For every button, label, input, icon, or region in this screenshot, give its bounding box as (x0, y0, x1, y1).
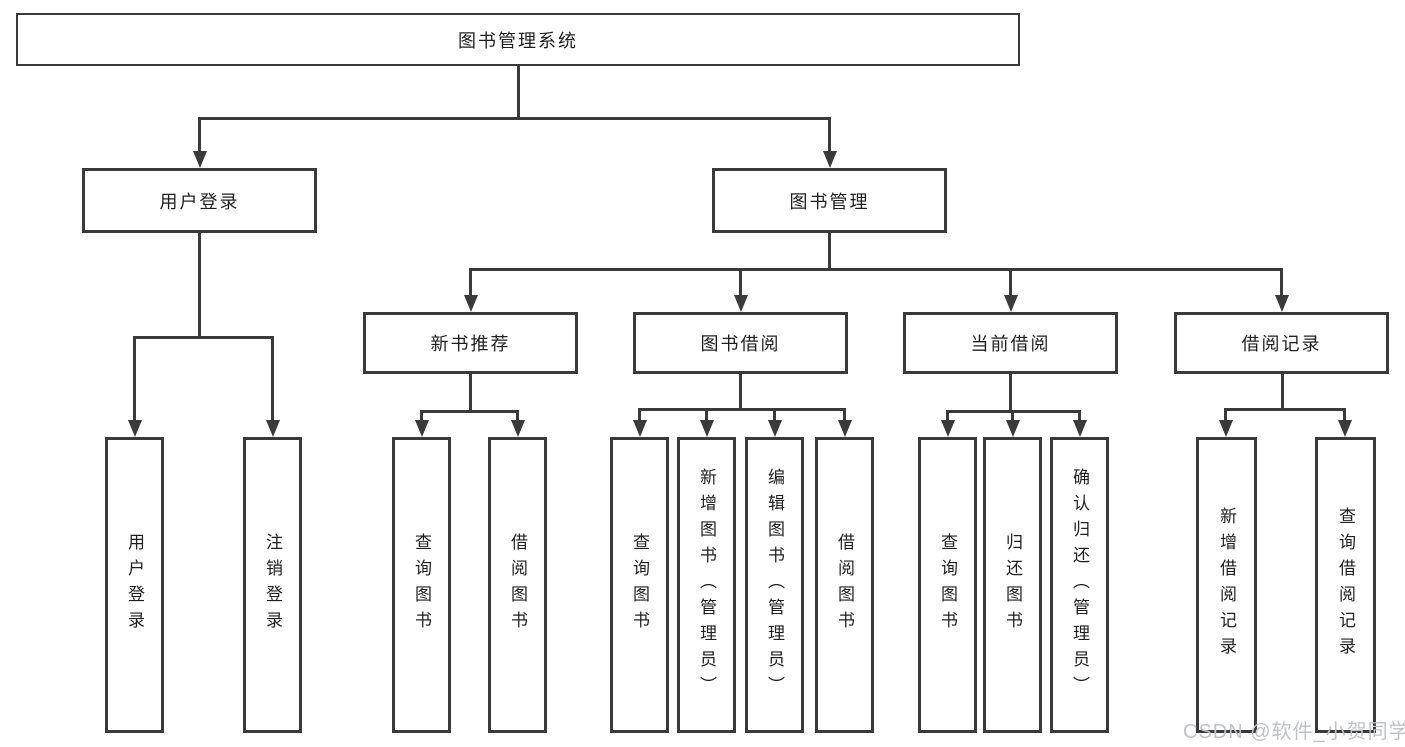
connector-arrow-shaft (420, 410, 423, 420)
arrow-down-icon (1218, 420, 1233, 437)
connector-arrow-shaft (469, 268, 472, 295)
arrow-down-icon (632, 420, 647, 437)
arrow-down-icon (127, 420, 142, 437)
node-book-borrowing: 图书借阅 (633, 312, 848, 374)
connector-arrow-shaft (1009, 268, 1012, 295)
arrow-down-icon (463, 295, 478, 312)
leaf-borrow-books-borrowing-label: 借阅图书 (835, 533, 854, 637)
node-borrowing-records: 借阅记录 (1174, 312, 1389, 374)
leaf-query-books-current: 查询图书 (918, 437, 977, 733)
node-book-management: 图书管理 (712, 168, 947, 233)
arrow-down-icon (822, 151, 837, 168)
connector-bar (420, 410, 519, 413)
leaf-query-borrow-record-label: 查询借阅记录 (1336, 507, 1355, 663)
node-borrowing-records-label: 借阅记录 (1241, 334, 1322, 354)
connector-arrow-shaft (198, 117, 201, 151)
leaf-borrow-books-recommend: 借阅图书 (488, 437, 547, 733)
arrow-down-icon (837, 420, 852, 437)
arrow-down-icon (1005, 420, 1020, 437)
arrow-down-icon (699, 420, 714, 437)
connector-arrow-shaft (773, 408, 776, 420)
connector-arrow-shaft (133, 336, 136, 420)
leaf-add-borrow-record: 新增借阅记录 (1196, 437, 1257, 733)
connector-arrow-shaft (739, 268, 742, 295)
connector-arrow-shaft (638, 408, 641, 420)
leaf-logout: 注销登录 (243, 437, 302, 733)
node-user-login: 用户登录 (82, 168, 317, 233)
leaf-add-borrow-record-label: 新增借阅记录 (1217, 507, 1236, 663)
connector-arrow-shaft (1280, 268, 1283, 295)
leaf-borrow-books-recommend-label: 借阅图书 (508, 533, 527, 637)
node-book-management-label: 图书管理 (789, 191, 870, 212)
connector-stem (516, 66, 520, 120)
watermark-text: CSDN @软件_小贺同学 (1183, 721, 1405, 743)
node-current-borrowing-label: 当前借阅 (970, 334, 1051, 354)
connector-arrow-shaft (843, 408, 846, 420)
leaf-user-login-label: 用户登录 (125, 533, 144, 637)
arrow-down-icon (265, 420, 280, 437)
arrow-down-icon (767, 420, 782, 437)
arrow-down-icon (940, 420, 955, 437)
leaf-add-book-admin-label: 新增图书（管理员） (697, 468, 716, 702)
connector-stem (828, 233, 831, 271)
arrow-down-icon (192, 151, 207, 168)
arrow-down-icon (1274, 295, 1289, 312)
leaf-edit-book-admin: 编辑图书（管理员） (745, 437, 804, 733)
connector-arrow-shaft (946, 410, 949, 420)
arrow-down-icon (1003, 295, 1018, 312)
leaf-user-login: 用户登录 (105, 437, 164, 733)
leaf-query-books-recommend-label: 查询图书 (412, 533, 431, 637)
connector-arrow-shaft (705, 408, 708, 420)
connector-arrow-shaft (516, 410, 519, 420)
arrow-down-icon (414, 420, 429, 437)
connector-stem (198, 233, 201, 339)
leaf-return-book-label: 归还图书 (1003, 533, 1022, 637)
connector-bar (133, 336, 274, 339)
connector-bar (638, 408, 846, 411)
leaf-logout-label: 注销登录 (263, 533, 282, 637)
connector-arrow-shaft (828, 117, 831, 151)
arrow-down-icon (1337, 420, 1352, 437)
connector-bar (1224, 408, 1346, 411)
arrow-down-icon (510, 420, 525, 437)
leaf-query-books-recommend: 查询图书 (392, 437, 451, 733)
leaf-confirm-return-admin-label: 确认归还（管理员） (1070, 468, 1089, 702)
leaf-edit-book-admin-label: 编辑图书（管理员） (765, 468, 784, 702)
leaf-query-books-borrowing: 查询图书 (610, 437, 669, 733)
node-library-system-label: 图书管理系统 (458, 30, 578, 51)
connector-bar (469, 268, 1283, 271)
leaf-query-borrow-record: 查询借阅记录 (1315, 437, 1376, 733)
leaf-add-book-admin: 新增图书（管理员） (677, 437, 736, 733)
node-current-borrowing: 当前借阅 (903, 312, 1118, 374)
node-new-book-recommendation: 新书推荐 (363, 312, 578, 374)
leaf-borrow-books-borrowing: 借阅图书 (815, 437, 874, 733)
connector-stem (1009, 374, 1012, 413)
connector-arrow-shaft (1011, 410, 1014, 420)
connector-arrow-shaft (1224, 408, 1227, 420)
connector-arrow-shaft (271, 336, 274, 420)
connector-stem (739, 374, 742, 411)
connector-arrow-shaft (1078, 410, 1081, 420)
leaf-return-book: 归还图书 (983, 437, 1042, 733)
arrow-down-icon (1072, 420, 1087, 437)
leaf-query-books-borrowing-label: 查询图书 (630, 533, 649, 637)
arrow-down-icon (733, 295, 748, 312)
connector-bar (198, 117, 831, 120)
node-library-system: 图书管理系统 (16, 13, 1020, 66)
connector-arrow-shaft (1343, 408, 1346, 420)
node-book-borrowing-label: 图书借阅 (700, 334, 781, 354)
connector-stem (469, 374, 472, 413)
node-new-book-recommendation-label: 新书推荐 (430, 334, 511, 354)
node-user-login-label: 用户登录 (159, 191, 240, 212)
leaf-confirm-return-admin: 确认归还（管理员） (1050, 437, 1109, 733)
connector-stem (1281, 374, 1284, 411)
leaf-query-books-current-label: 查询图书 (938, 533, 957, 637)
